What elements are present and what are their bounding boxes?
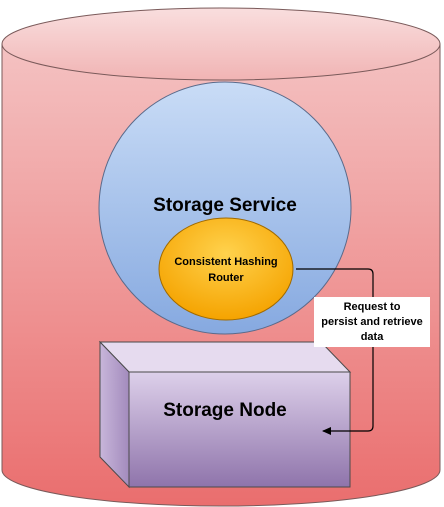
router-ellipse: [158, 217, 294, 321]
request-label-background: [314, 297, 430, 347]
request-label-line2: persist and retrieve: [321, 316, 423, 328]
storage-node-box: Storage Node: [98, 340, 352, 489]
request-label-line3: data: [361, 331, 385, 343]
router-label-line2: Router: [208, 272, 244, 284]
storage-node-top-face: [98, 341, 352, 373]
storage-service-label: Storage Service: [153, 195, 297, 216]
cylinder-top: [1, 7, 441, 81]
consistent-hashing-router: Consistent Hashing Router: [158, 217, 294, 321]
request-label-line1: Request to: [344, 301, 401, 313]
request-connector-arrow: [296, 268, 374, 435]
router-label-line1: Consistent Hashing: [174, 256, 277, 268]
request-label-box: Request to persist and retrieve data: [314, 297, 430, 347]
storage-node-front-face: [128, 371, 351, 488]
storage-node-label: Storage Node: [163, 400, 287, 421]
